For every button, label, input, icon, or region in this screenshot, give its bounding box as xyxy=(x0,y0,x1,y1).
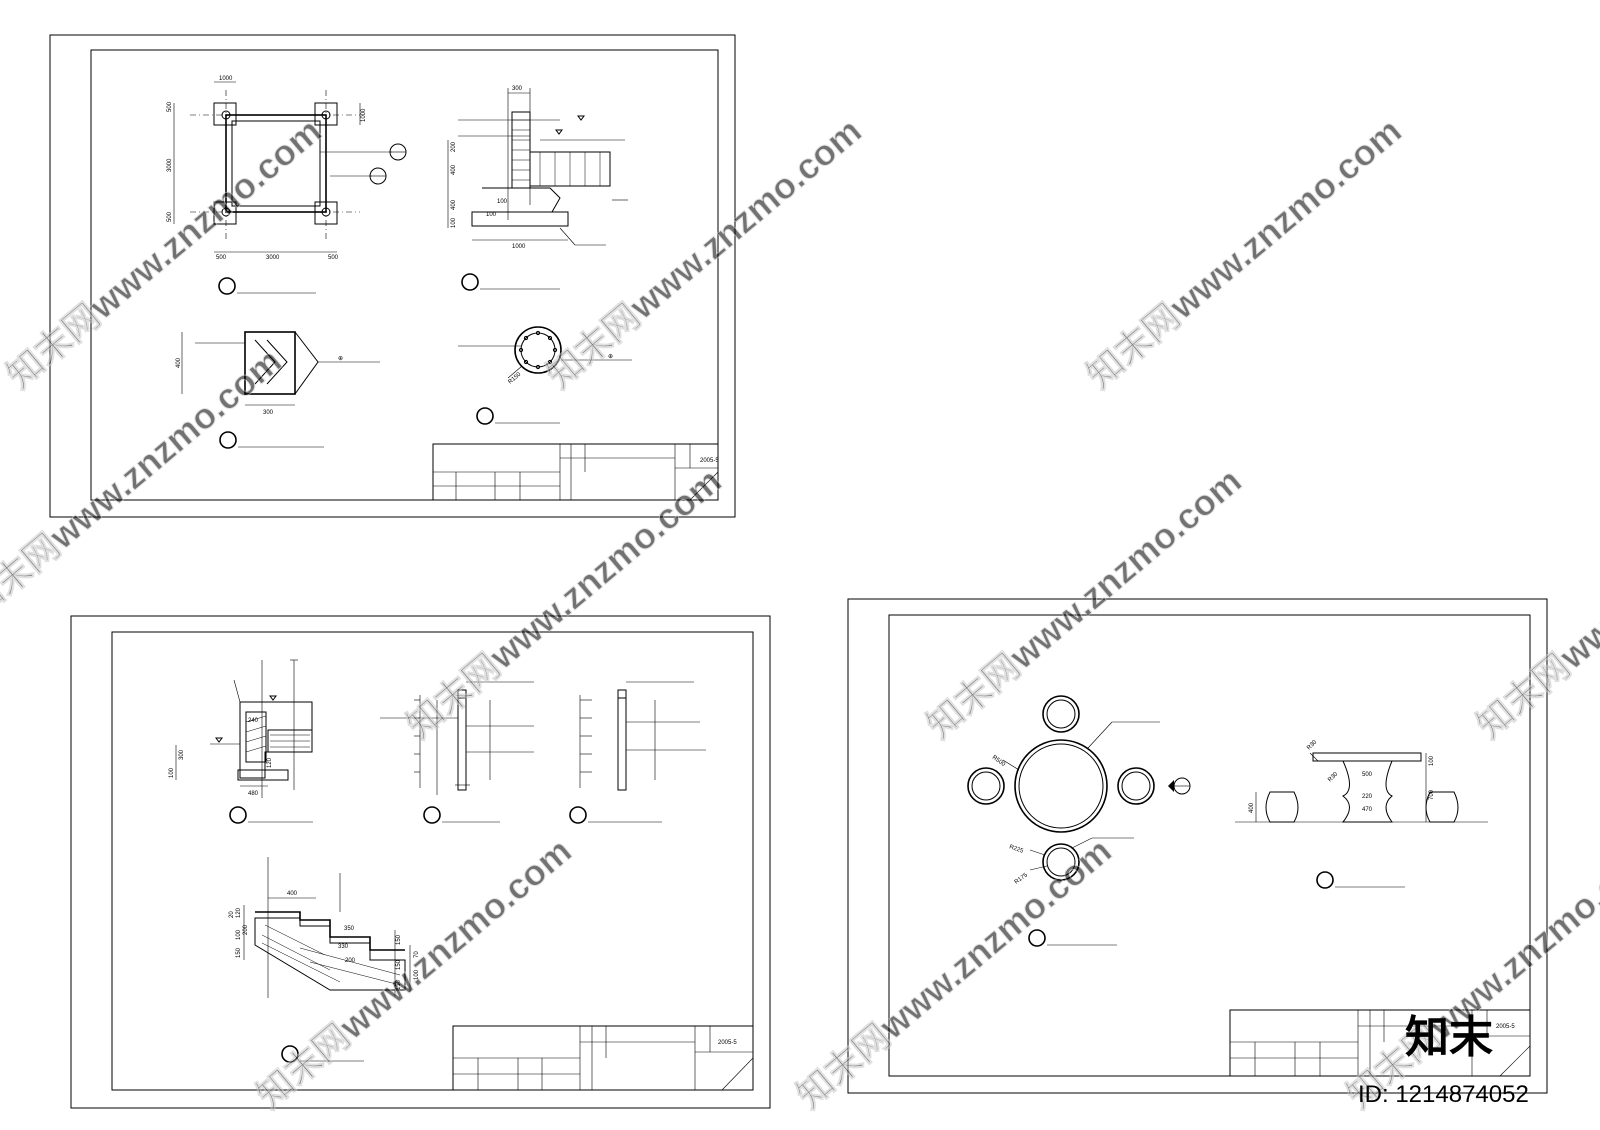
dim-section-v100: 100 xyxy=(451,217,457,228)
sheet-outer-border xyxy=(49,34,736,518)
dim-section-base: 1000 xyxy=(512,244,526,250)
dim-wall-120: 120 xyxy=(267,757,273,768)
sheet-outer-border xyxy=(847,598,1548,1094)
sheet-date: 2005-5 xyxy=(700,458,719,464)
dim-plan-top: 1000 xyxy=(219,76,233,82)
dim-stair-tread350: 350 xyxy=(344,926,355,932)
dim-section-v400b: 400 xyxy=(451,199,457,210)
brand-logo: 知末 xyxy=(1405,1013,1493,1062)
railing-section-1 xyxy=(380,681,534,824)
dim-section-v200: 200 xyxy=(451,141,457,152)
square-column-detail: ⊕ 400 300 xyxy=(176,331,380,449)
sheet-bottom-left: 100 300 240 120 480 xyxy=(70,615,771,1109)
dim-stair-tread200: 200 xyxy=(345,958,356,964)
dim-stair-r150b: 150 xyxy=(396,959,402,970)
dim-elev-h100: 100 xyxy=(1429,755,1435,766)
dim-section-inner100b: 100 xyxy=(486,212,497,218)
dim-plan-right-top: 1000 xyxy=(361,108,367,122)
dim-stair-r150c: 150 xyxy=(396,979,402,990)
drawing-title-marker xyxy=(1316,871,1334,889)
dim-section-top: 300 xyxy=(512,86,523,92)
sheet-inner-border xyxy=(888,614,1531,1077)
sheet-inner-border xyxy=(111,631,754,1091)
watermark-text: 知末网www.znzmo.com xyxy=(399,460,729,746)
dim-elev-w500: 500 xyxy=(1362,772,1373,778)
railing-section-2 xyxy=(569,681,706,824)
drawing-title-marker xyxy=(569,806,587,824)
foundation-section: 300 200 400 400 100 100 100 1000 xyxy=(447,86,628,291)
stair-section: 400 350 330 200 20 120 100 200 150 70 10… xyxy=(229,857,420,1063)
dim-plan-left-mid: 3000 xyxy=(167,158,173,172)
sheet-top-left: 1000 500 3000 500 1000 500 3000 500 xyxy=(49,34,736,518)
dim-plan-bottom-left: 500 xyxy=(216,255,227,261)
dim-elev-w470: 470 xyxy=(1362,807,1373,813)
dim-plan-r225: R225 xyxy=(1008,844,1024,855)
dim-section-v400a: 400 xyxy=(451,164,457,175)
dim-stair-r100: 100 xyxy=(414,969,420,980)
sheet-outer-border xyxy=(70,615,771,1109)
svg-text:⊕: ⊕ xyxy=(608,354,613,360)
dim-column-width: 300 xyxy=(263,410,274,416)
svg-text:⊕: ⊕ xyxy=(338,356,343,362)
drawing-title-marker xyxy=(229,806,247,824)
dim-column-height: 400 xyxy=(176,357,182,368)
dim-stair-r150a: 150 xyxy=(396,934,402,945)
dim-stair-tread400: 400 xyxy=(287,891,298,897)
dim-section-inner100a: 100 xyxy=(497,199,508,205)
pavilion-plan: 1000 500 3000 500 1000 500 3000 500 xyxy=(167,76,407,295)
dim-stair-v120: 120 xyxy=(236,907,242,918)
sheet-date: 2005-5 xyxy=(1496,1024,1515,1030)
dim-elev-h400: 400 xyxy=(1249,802,1255,813)
dim-round-radius: R150 xyxy=(507,371,522,385)
title-block: 2005-5 xyxy=(1229,1009,1531,1077)
drawing-title-marker xyxy=(423,806,441,824)
watermark-text: 知末网www.znzmo.com xyxy=(1079,110,1409,396)
sheet-right: R500 R225 R175 R30 R30 500 220 470 xyxy=(847,598,1548,1094)
dim-wall-base: 480 xyxy=(248,791,259,797)
dim-plan-bottom-mid: 3000 xyxy=(266,255,280,261)
dim-plan-bottom-right: 500 xyxy=(328,255,339,261)
drawing-title-marker xyxy=(461,273,479,291)
title-block: 2005-5 xyxy=(452,1025,754,1091)
brand-id: ID: 1214874052 xyxy=(1358,1081,1529,1108)
retaining-wall-section: 100 300 240 120 480 xyxy=(169,659,313,824)
watermark-text: 知末网www.znzmo.com xyxy=(1339,830,1600,1116)
drawing-title-marker xyxy=(476,407,494,425)
table-stool-elevation: R30 R30 500 220 470 100 700 400 xyxy=(1235,739,1488,889)
dim-wall-240: 240 xyxy=(248,718,259,724)
watermark-text: 知末网www.znzmo.com xyxy=(249,830,579,1116)
watermark-text: 知末网www.znzmo.com xyxy=(0,340,289,626)
watermark-text: 知末网www.znzmo.com xyxy=(789,830,1119,1116)
dim-stair-v150: 150 xyxy=(236,947,242,958)
watermark-layer: 知末网www.znzmo.com 知末网www.znzmo.com 知末网www… xyxy=(0,109,1600,1116)
dim-stair-r70: 70 xyxy=(414,951,420,958)
drawing-title-marker xyxy=(219,431,237,449)
dim-wall-v100: 100 xyxy=(169,767,175,778)
watermark-text: 知末网www.znzmo.com xyxy=(0,110,329,396)
dim-plan-left-bot: 500 xyxy=(167,211,173,222)
drawing-title-marker xyxy=(218,277,236,295)
dim-stair-v20: 20 xyxy=(229,911,235,918)
dim-plan-left-top: 500 xyxy=(167,101,173,112)
drawing-title-marker xyxy=(281,1045,299,1063)
watermark-text: 知末网www.znzmo.com xyxy=(1469,460,1600,746)
watermark-text: 知末网www.znzmo.com xyxy=(919,460,1249,746)
drawing-title-marker xyxy=(1028,929,1046,947)
sheet-date: 2005-5 xyxy=(718,1040,737,1046)
dim-stair-v200: 200 xyxy=(243,924,249,935)
dim-elev-r30a: R30 xyxy=(1306,739,1318,751)
watermark-text: 知末网www.znzmo.com xyxy=(539,110,869,396)
dim-plan-r500: R500 xyxy=(991,755,1007,769)
dim-elev-r30b: R30 xyxy=(1327,771,1339,783)
dim-stair-tread330: 330 xyxy=(338,944,349,950)
dim-stair-v100: 100 xyxy=(236,929,242,940)
title-block: 2005-5 xyxy=(432,443,719,501)
dim-wall-v300: 300 xyxy=(179,749,185,760)
dim-elev-w220: 220 xyxy=(1362,794,1373,800)
dim-elev-h700: 700 xyxy=(1429,789,1435,800)
sheet-inner-border xyxy=(90,49,719,501)
